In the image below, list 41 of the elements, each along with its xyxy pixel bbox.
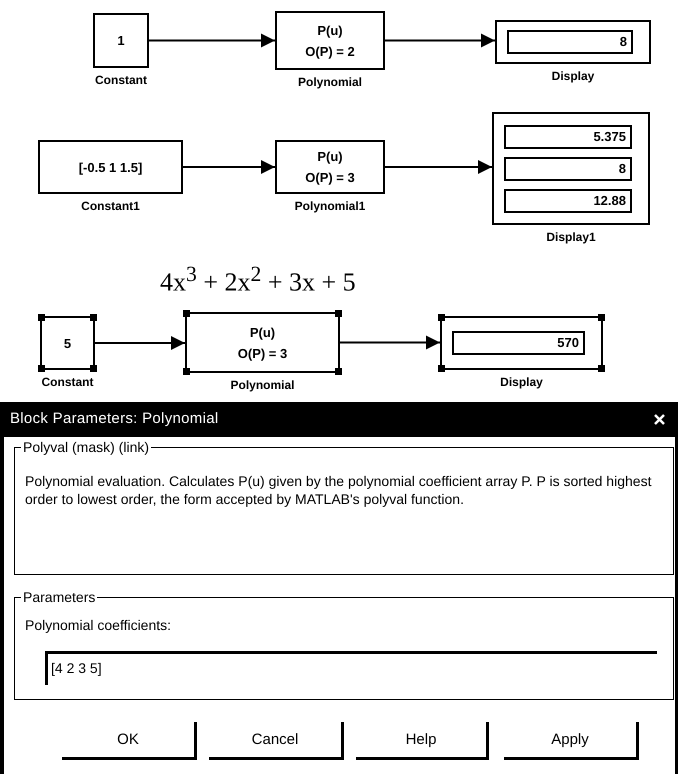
signal-arrow [340, 336, 440, 350]
block-text: P(u) [317, 149, 343, 164]
display-value: 8 [507, 30, 633, 54]
dialog-button: Help [356, 722, 489, 760]
field-label: Polynomial coefficients: [25, 616, 172, 634]
block-text: [-0.5 1 1.5] [78, 160, 142, 174]
block-name: Polynomial [230, 378, 294, 392]
signal-arrow [183, 160, 275, 174]
display-value: 8 [504, 156, 632, 180]
input-field: [4 2 3 5] [45, 651, 657, 685]
dialog-window [0, 402, 678, 774]
display-value: 5.375 [504, 124, 632, 148]
block-text: O(P) = 2 [305, 44, 355, 58]
block-name: Constant [42, 375, 94, 389]
block-name: Constant [95, 73, 147, 87]
block-name: Polynomial [298, 75, 362, 89]
block-name: Display [552, 69, 594, 83]
signal-arrow [149, 34, 275, 48]
group-heading: Parameters [21, 589, 98, 605]
block-text: O(P) = 3 [238, 346, 288, 360]
block-text: P(u) [250, 324, 276, 340]
signal-arrow [385, 160, 492, 174]
polynomial-formula: 4x$^{3}$ + 2x$^{2}$ + 3x + 5 [160, 262, 356, 298]
display-value: 570 [452, 331, 585, 355]
block-text: O(P) = 3 [305, 170, 355, 185]
block-text: 5 [64, 336, 72, 350]
group-heading: Polyval (mask) (link) [21, 439, 152, 455]
signal-arrow [385, 34, 495, 48]
dialog-button: Cancel [209, 722, 344, 760]
signal-arrow [95, 336, 185, 350]
dialog-button: Apply [504, 722, 639, 760]
block-text: 1 [117, 33, 125, 48]
block-name: Display1 [546, 230, 596, 244]
block-name: Polynomial1 [294, 199, 366, 213]
block-name: Display [500, 375, 543, 389]
display-value: 12.88 [504, 188, 632, 212]
description-text: Polynomial evaluation. Calculates P(u) given by the polynomial coefficient array P. P is sorted highest order to lowest order, the form accepted by MATLAB's polyval function. [25, 472, 652, 508]
dialog-button: OK [62, 722, 197, 760]
dialog-title: Block Parameters: Polynomial [10, 410, 218, 427]
block-text: P(u) [317, 22, 343, 38]
block-name: Constant1 [81, 199, 140, 213]
